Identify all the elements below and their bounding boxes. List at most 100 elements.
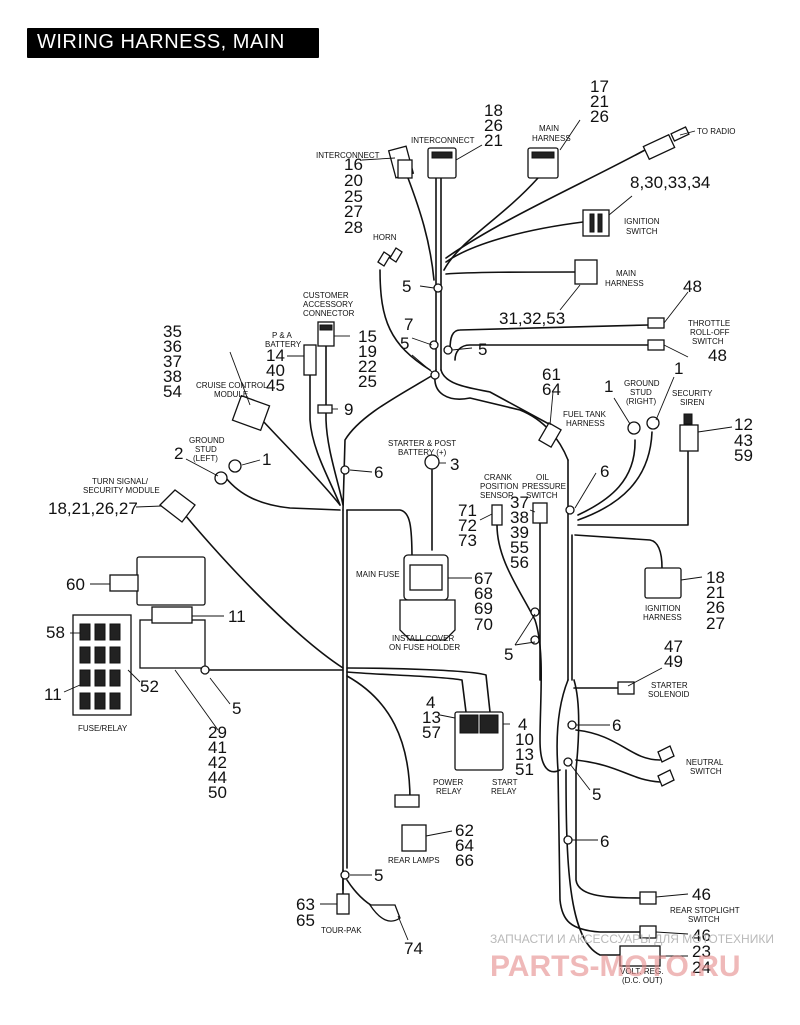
wire-main-harness-mid	[445, 271, 576, 275]
label-start-relay-1: START	[492, 778, 518, 787]
wire-horn	[379, 269, 431, 371]
label-ignition-harness-1: IGNITION	[645, 604, 681, 613]
ground-left-terminal-1	[228, 459, 242, 473]
callout: 27	[706, 614, 725, 633]
label-turn-signal-2: SECURITY MODULE	[83, 486, 160, 495]
label-security-siren-2: SIREN	[680, 398, 705, 407]
callout: 48	[708, 346, 727, 365]
callout: 54	[163, 382, 182, 401]
wire-crank	[496, 524, 561, 773]
label-horn: HORN	[373, 233, 397, 242]
callout: 5	[592, 785, 601, 804]
label-pa-battery-1: P & A	[272, 331, 293, 340]
callout: 6	[600, 462, 609, 481]
watermark-line2: PARTS-MOTO.RU	[490, 950, 741, 983]
callout: 39	[510, 523, 529, 542]
callout: 73	[458, 531, 477, 550]
throttle-connector-1	[647, 317, 665, 329]
label-neutral-2: SWITCH	[690, 767, 722, 776]
callout: 41	[208, 738, 227, 757]
callout: 60	[66, 575, 85, 594]
callout: 44	[208, 768, 227, 787]
label-main-harness-top-2: HARNESS	[532, 134, 571, 143]
interconnect-left-body	[397, 159, 413, 179]
label-rear-stoplight-2: SWITCH	[688, 915, 720, 924]
label-turn-signal-1: TURN SIGNAL/	[92, 477, 149, 486]
horn-terminal-2	[389, 247, 403, 263]
callout: 18	[484, 101, 503, 120]
label-cruise-1: CRUISE CONTROL	[196, 381, 268, 390]
label-ground-right-3: (RIGHT)	[626, 397, 657, 406]
label-main-harness-mid-2: HARNESS	[605, 279, 644, 288]
main-fuse-inner	[409, 564, 443, 591]
label-ground-right-2: STUD	[630, 388, 652, 397]
callout: 26	[484, 116, 503, 135]
label-starter-solenoid-1: STARTER	[651, 681, 688, 690]
wire-turn-signal	[184, 514, 344, 669]
label-interconnect-mid: INTERCONNECT	[411, 136, 475, 145]
throttle-connector-2	[647, 339, 665, 351]
label-volt-reg-2: (D.C. OUT)	[622, 976, 663, 985]
callout: 26	[706, 598, 725, 617]
callout: 8,30,33,34	[630, 173, 710, 192]
callout: 20	[344, 171, 363, 190]
wire-fuel-tank	[440, 369, 561, 431]
part-labels: TO RADIO INTERCONNECT INTERCONNECT MAIN …	[78, 124, 740, 985]
watermark-line1: ЗАПЧАСТИ И АКСЕССУАРЫ ДЛЯ МОТОТЕХНИКИ	[490, 932, 774, 946]
callout: 46	[692, 885, 711, 904]
crank-position-sensor	[491, 504, 503, 526]
oil-pressure-switch	[532, 502, 548, 524]
callout: 5	[400, 334, 409, 353]
callout: 21	[706, 583, 725, 602]
callout: 6	[612, 716, 621, 735]
rear-lamps-connector	[401, 824, 427, 852]
callout: 68	[474, 584, 493, 603]
callout: 10	[515, 730, 534, 749]
label-starter-solenoid-2: SOLENOID	[648, 690, 690, 699]
wire-to-radio	[445, 149, 646, 259]
callout: 1	[604, 377, 613, 396]
label-cruise-2: MODULE	[214, 390, 248, 399]
callout: 21	[484, 131, 503, 150]
callout: 24	[692, 958, 711, 977]
callout: 51	[515, 760, 534, 779]
wire-interconnect-left	[407, 177, 435, 281]
callout: 58	[46, 623, 65, 642]
fuse-block-upper	[139, 619, 206, 669]
wire-rear-lamps	[346, 675, 411, 801]
callout: 28	[344, 218, 363, 237]
callout: 42	[208, 753, 227, 772]
neutral-switch-connector-2	[657, 769, 675, 787]
label-customer-acc-2: ACCESSORY	[303, 300, 354, 309]
label-ground-left-1: GROUND	[189, 436, 225, 445]
label-ground-left-2: STUD	[195, 445, 217, 454]
callout: 36	[163, 337, 182, 356]
main-harness-top-top	[531, 151, 555, 159]
callout: 38	[510, 508, 529, 527]
rear-lamps-plug	[394, 794, 420, 808]
callout: 5	[232, 699, 241, 718]
label-pa-battery-2: BATTERY	[265, 340, 302, 349]
watermark: ЗАПЧАСТИ И АКСЕССУАРЫ ДЛЯ МОТОТЕХНИКИ PA…	[490, 932, 774, 983]
label-install-cover-1: INSTALL COVER	[392, 634, 454, 643]
callout: 18	[706, 568, 725, 587]
label-fuel-tank-2: HARNESS	[566, 419, 605, 428]
label-main-fuse: MAIN FUSE	[356, 570, 400, 579]
label-to-radio: TO RADIO	[697, 127, 736, 136]
tour-pak-elbow	[368, 904, 401, 922]
label-starter-post-1: STARTER & POST	[388, 439, 456, 448]
label-main-harness-mid-1: MAIN	[616, 269, 636, 278]
wire-fuel-loop	[434, 369, 569, 461]
label-start-relay-2: RELAY	[491, 787, 517, 796]
label-throttle-2: ROLL-OFF	[690, 328, 730, 337]
cruise-control-module	[231, 394, 271, 432]
wire-stoplight	[573, 679, 641, 899]
label-security-siren-1: SECURITY	[672, 389, 713, 398]
callout: 38	[163, 367, 182, 386]
callout: 6	[600, 832, 609, 851]
label-crank-1: CRANK	[484, 473, 513, 482]
callout: 49	[664, 652, 683, 671]
callout: 6	[374, 463, 383, 482]
callout: 45	[266, 376, 285, 395]
